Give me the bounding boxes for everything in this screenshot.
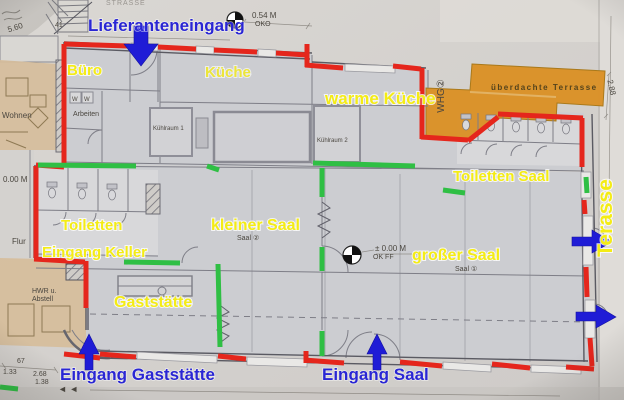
abstell-label: Abstell [32, 296, 53, 303]
oko-label: OKO [255, 21, 271, 28]
kuehlraum2-label: Kühlraum 2 [317, 138, 348, 144]
wohnen-label: Wohnen [2, 111, 32, 120]
kueche-label: Küche [205, 64, 251, 81]
ok-ff-label: OK FF [373, 254, 394, 261]
arbeiten-label: Arbeiten [73, 111, 99, 118]
w2-label: W [84, 97, 90, 103]
terasse-label: Terasse [594, 179, 617, 257]
eingang-keller-label: Eingang Keller [42, 244, 147, 261]
saal1-label: Saal ① [455, 265, 477, 273]
warme-kueche-label: warme Küche [324, 89, 436, 108]
n138-label: 1.38 [35, 379, 49, 386]
eingang-saal-label: Eingang Saal [322, 365, 429, 384]
eingang-gaststaette-label: Eingang Gaststätte [60, 365, 215, 384]
pm-null-m-label: ± 0.00 M [375, 244, 406, 253]
buero-label: Büro [67, 62, 102, 79]
saal2-label: Saal ② [237, 234, 259, 242]
gaststaette-label: Gaststätte [114, 294, 192, 311]
kleiner-saal-label: kleiner Saal [211, 217, 300, 234]
toiletten-saal-label: Toiletten Saal [453, 168, 549, 185]
n67-label: 67 [17, 358, 25, 365]
bl-arrows-label: ◄ ◄ [58, 384, 78, 394]
grosser-saal-label: großer Saal [412, 247, 500, 264]
n268-label: 2.68 [33, 371, 47, 378]
hwr-u-label: HWR u. [32, 288, 57, 295]
n133-label: 1.33 [3, 369, 17, 376]
m054-label: 0.54 M [252, 11, 277, 20]
ueberdachte-terrasse-label: überdachte Terrasse [491, 83, 598, 92]
w1-label: W [72, 97, 78, 103]
kuehlraum1-label: Kühlraum 1 [153, 126, 184, 132]
dim288-label: 2.88 [605, 79, 617, 97]
null-m-left-label: 0.00 M [3, 175, 28, 184]
whg2-label: WHG② [436, 79, 447, 112]
street-label: STRASSE [106, 0, 146, 7]
flur-label: Flur [12, 237, 26, 246]
toiletten-label: Toiletten [61, 217, 122, 234]
lieferanteneingang-label: Lieferanteneingang [88, 16, 245, 35]
n41-label: 41 [55, 22, 63, 29]
